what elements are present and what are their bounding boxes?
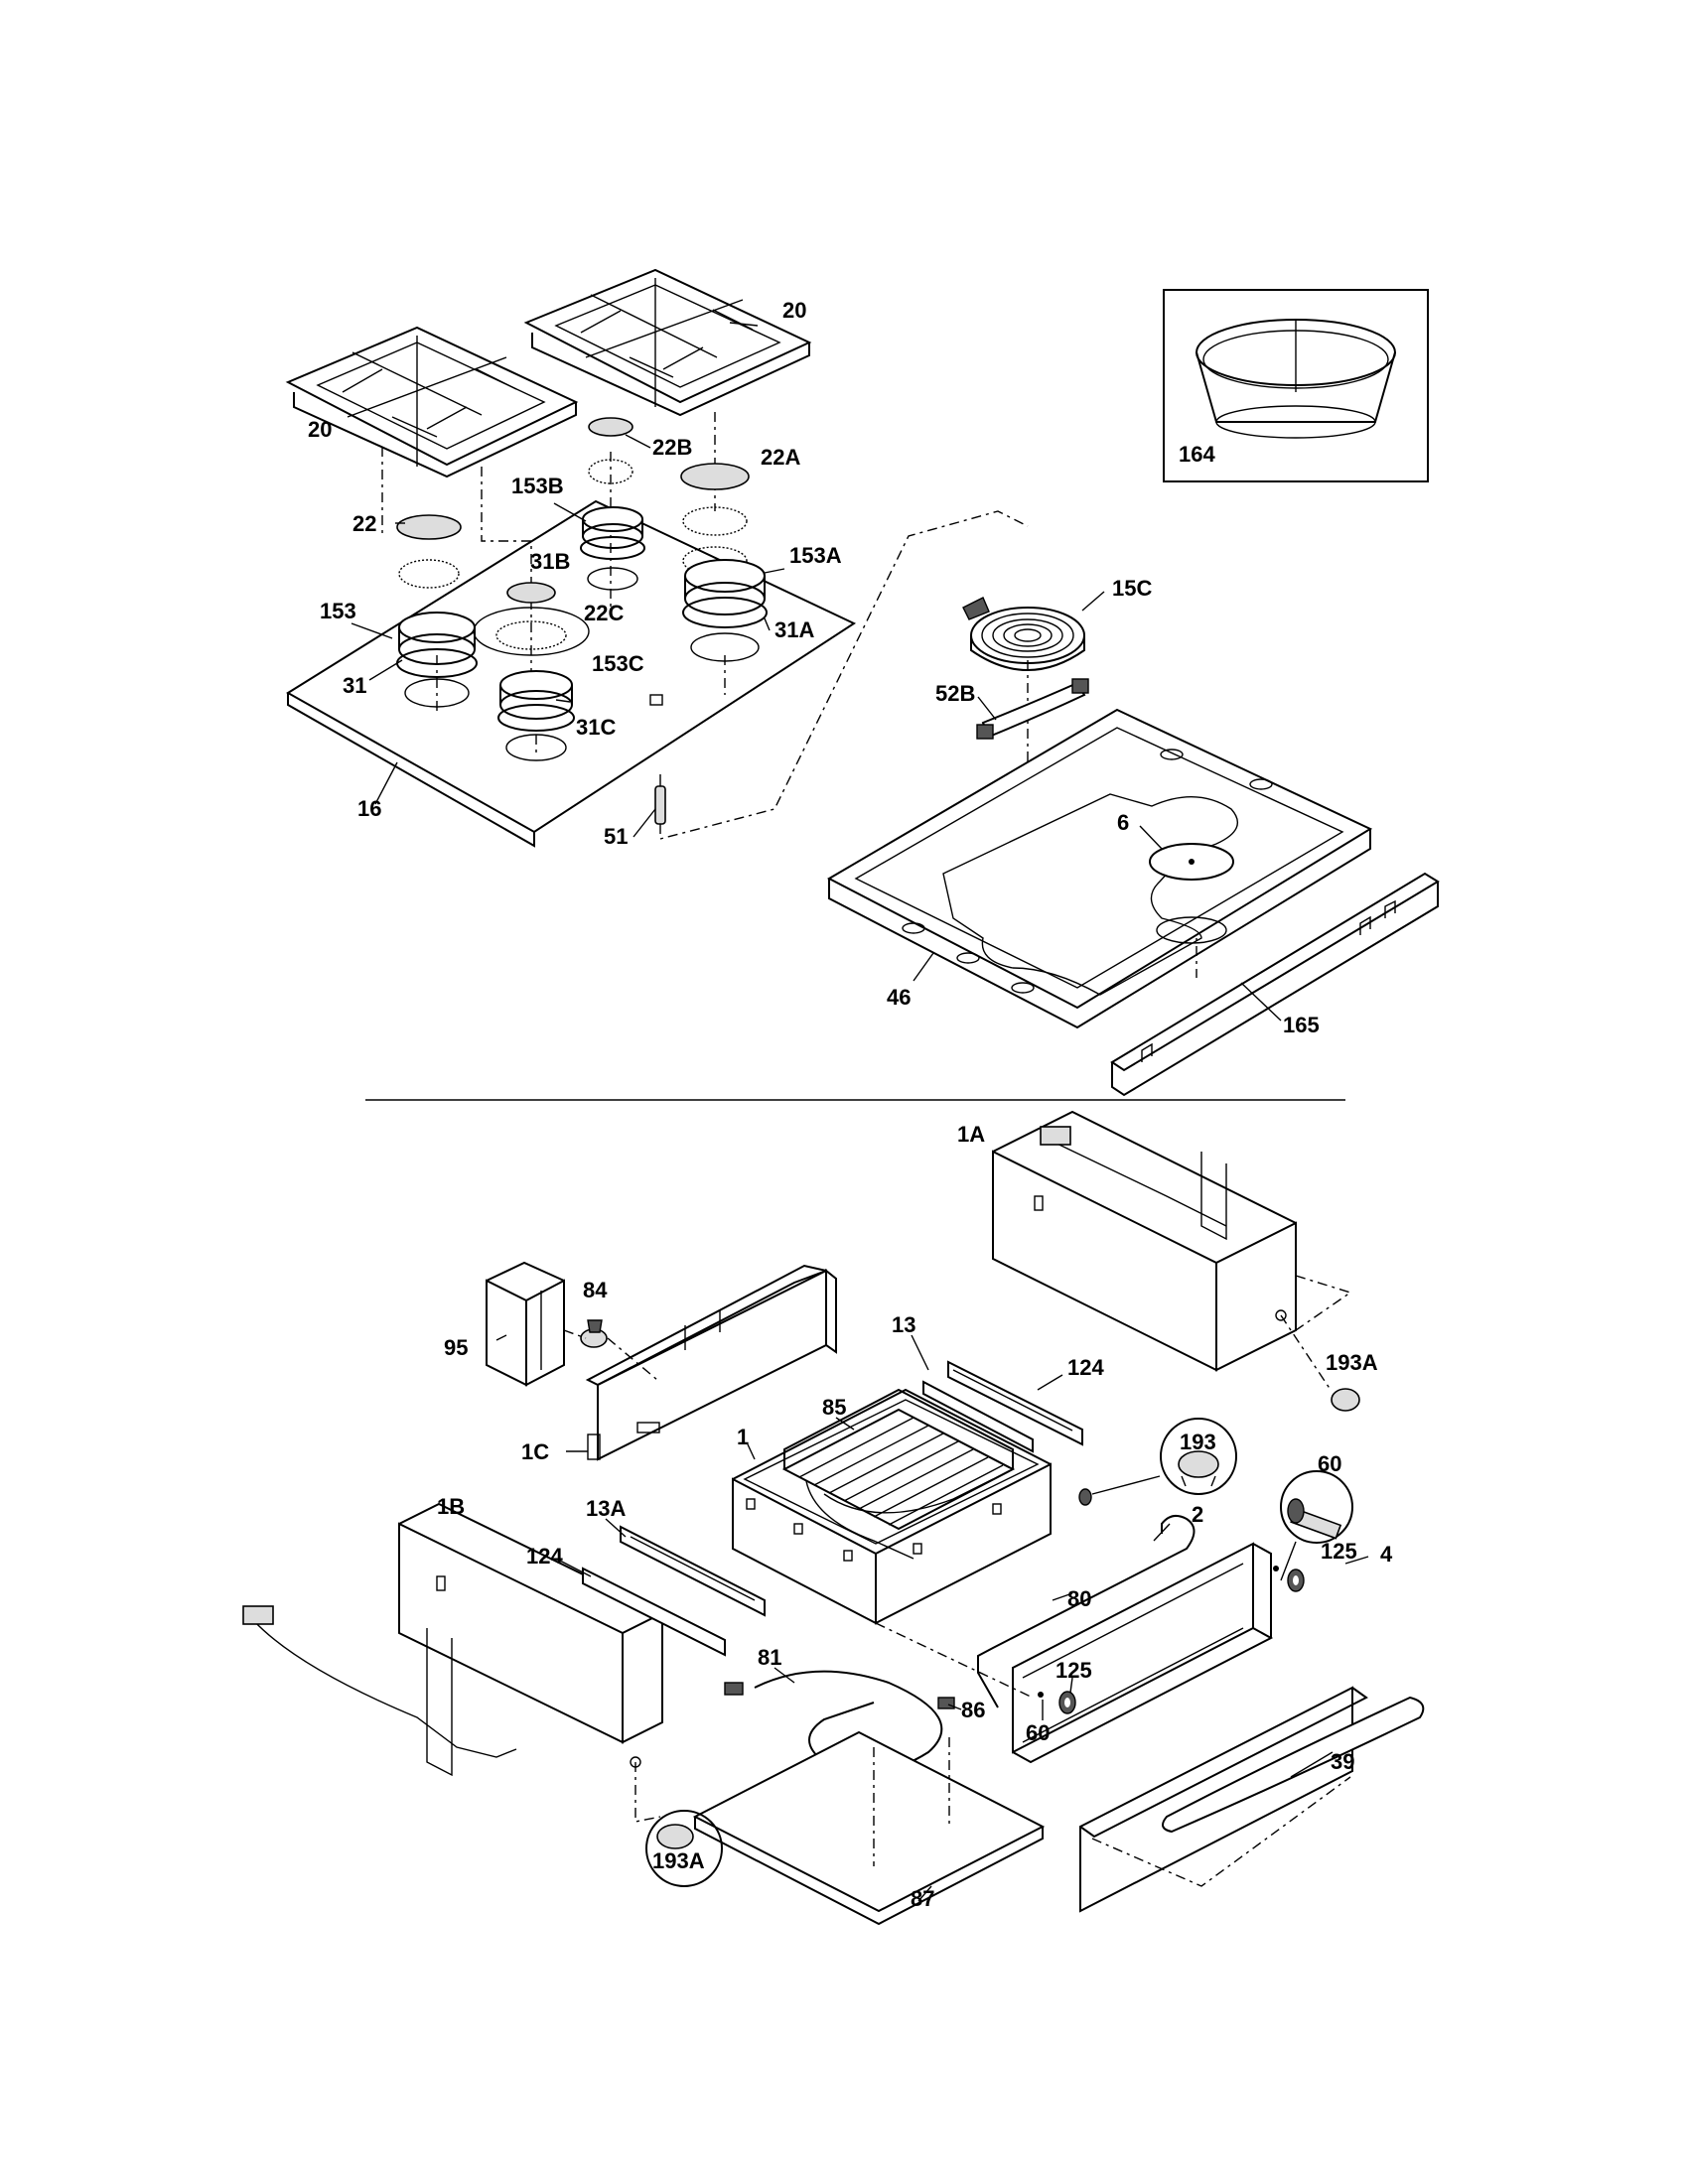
heating-element-81 [724,1670,955,1774]
cooktop-surface [286,499,857,848]
label-31b: 31B [530,549,570,574]
label-124-upper: 124 [1067,1355,1104,1380]
label-193: 193 [1180,1430,1216,1454]
screw-60-callout [1280,1470,1353,1581]
label-31a: 31A [774,617,814,642]
label-1a: 1A [957,1122,985,1147]
plug-193a-callout [634,1762,723,1887]
electric-element [962,597,1085,671]
leader-lines-lower [563,1275,1352,1887]
washer-125-right [1273,1566,1305,1592]
burner-caps [396,417,750,656]
knob-84 [580,1319,608,1348]
label-85: 85 [822,1395,846,1420]
label-13: 13 [892,1312,915,1337]
handle-39 [1162,1696,1425,1834]
label-51: 51 [604,824,628,849]
part-labels: 20 20 22 22A 22B 22C 153 153A 153B 153C … [308,298,1393,1911]
gasket-80 [977,1514,1196,1708]
label-80: 80 [1067,1586,1091,1611]
plate-6 [1149,843,1234,881]
label-52b: 52B [935,681,975,706]
chassis-tray [826,708,1373,1029]
igniter [654,774,666,825]
label-22c: 22C [584,601,624,625]
bracket-panel-1c [585,1264,837,1461]
plug-193-callout [1078,1418,1237,1506]
slide-13a [582,1525,766,1657]
label-124-lower: 124 [526,1544,563,1569]
label-6: 6 [1117,810,1129,835]
label-81: 81 [758,1645,781,1670]
back-panel-1a [992,1110,1297,1372]
label-87: 87 [911,1886,934,1911]
bracket-52b [976,678,1089,740]
grate-left [285,326,579,478]
plug-193a-right [1280,1314,1360,1412]
label-95: 95 [444,1335,468,1360]
label-165: 165 [1283,1013,1320,1037]
label-84: 84 [583,1278,608,1302]
label-1c: 1C [521,1439,549,1464]
label-2: 2 [1192,1502,1203,1527]
label-22b: 22B [652,435,692,460]
label-164: 164 [1179,442,1215,467]
burner-base-153a [682,559,768,662]
label-60-left: 60 [1026,1720,1050,1745]
label-153a: 153A [789,543,842,568]
label-153c: 153C [592,651,644,676]
label-20-left: 20 [308,417,332,442]
label-193a-right: 193A [1326,1350,1378,1375]
drawer-bottom-87 [692,1730,1046,1926]
label-15c: 15C [1112,576,1152,601]
inset-box-164 [1163,289,1429,482]
label-153: 153 [320,599,356,623]
label-13a: 13A [586,1496,626,1521]
label-125-right: 125 [1321,1539,1357,1564]
label-4: 4 [1380,1542,1393,1567]
label-125-left: 125 [1055,1658,1092,1683]
label-39: 39 [1331,1749,1354,1774]
label-46: 46 [887,985,911,1010]
label-31c: 31C [576,715,616,740]
label-86: 86 [961,1698,985,1722]
drawer-front-2 [1012,1542,1274,1764]
label-60-right: 60 [1318,1451,1341,1476]
side-rail [1110,872,1440,1097]
burner-base-153c [497,670,575,761]
label-leaders [351,322,1369,1902]
back-panel-1b [242,1502,663,1777]
slide-13 [922,1360,1083,1453]
burner-base-153 [396,612,478,708]
grate-right [523,268,812,417]
box-95 [486,1261,565,1387]
label-1b: 1B [437,1494,465,1519]
label-22a: 22A [761,445,800,470]
burner-base-153b [580,506,645,591]
label-16: 16 [357,796,381,821]
label-1: 1 [737,1425,749,1449]
label-20-right: 20 [782,298,806,323]
label-153b: 153B [511,474,564,498]
label-31: 31 [343,673,366,698]
label-193a-bottom: 193A [652,1848,705,1873]
rack-85 [781,1388,1016,1560]
label-22: 22 [352,511,376,536]
screw-60-left [1038,1691,1076,1714]
